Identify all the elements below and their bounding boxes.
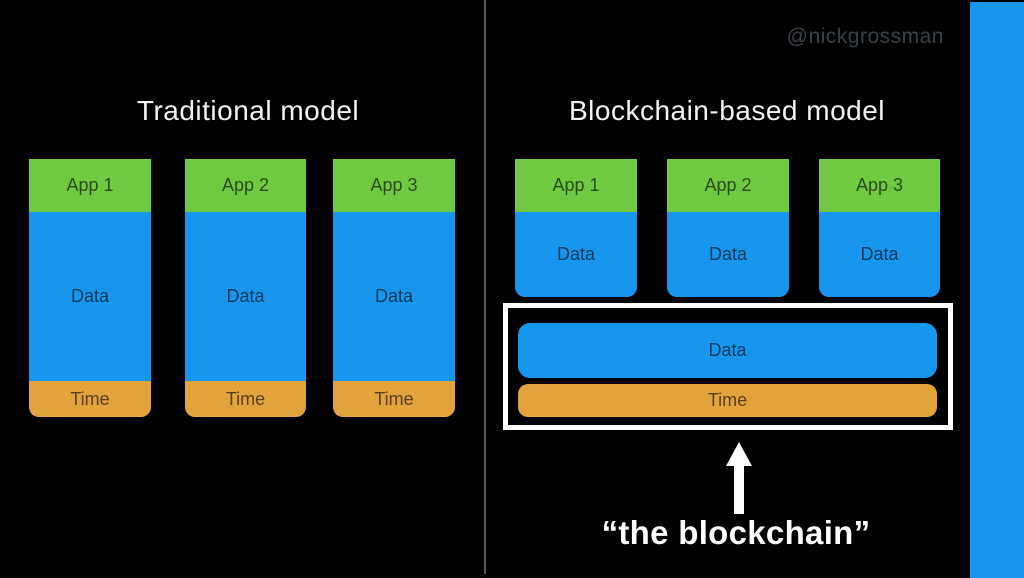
app-segment-label: App 1 xyxy=(66,175,114,195)
panel-divider-line xyxy=(484,0,486,574)
time-segment-label: Time xyxy=(225,388,266,409)
data-segment-label: Data xyxy=(226,286,265,306)
time-segment: Time xyxy=(333,381,455,417)
data-segment-label: Data xyxy=(556,244,596,264)
blockchain-column-app3: App 3 Data xyxy=(819,159,940,297)
time-segment: Time xyxy=(29,381,151,417)
watermark-text: @nickgrossman xyxy=(786,25,944,48)
app-segment-label: App 2 xyxy=(704,175,752,195)
traditional-column-app1: App 1 Data Time xyxy=(29,159,151,417)
data-segment-label: Data xyxy=(860,244,899,264)
data-segment-label: Data xyxy=(374,286,414,306)
time-segment: Time xyxy=(185,381,306,417)
right-edge-accent-bar xyxy=(970,2,1024,578)
up-arrow-icon xyxy=(726,442,752,514)
blockchain-caption: “the blockchain” xyxy=(601,514,871,551)
app-segment: App 2 xyxy=(667,159,789,212)
traditional-column-app3: App 3 Data Time xyxy=(333,159,455,417)
app-segment: App 1 xyxy=(29,159,151,212)
data-segment: Data xyxy=(515,212,637,297)
app-segment-label: App 1 xyxy=(552,175,600,195)
shared-time-bar: Time xyxy=(518,384,937,417)
shared-data-label: Data xyxy=(708,340,747,360)
right-panel-title: Blockchain-based model xyxy=(568,95,886,126)
left-panel-title: Traditional model xyxy=(136,95,360,126)
app-segment-label: App 3 xyxy=(855,175,904,195)
shared-time-label: Time xyxy=(707,390,748,410)
app-segment: App 3 xyxy=(819,159,940,212)
data-segment: Data xyxy=(185,212,306,381)
data-segment-label: Data xyxy=(70,286,110,306)
app-segment: App 3 xyxy=(333,159,455,212)
data-segment: Data xyxy=(333,212,455,381)
blockchain-column-app1: App 1 Data xyxy=(515,159,637,297)
traditional-column-app2: App 2 Data Time xyxy=(185,159,306,417)
data-segment-label: Data xyxy=(708,244,748,264)
app-segment: App 2 xyxy=(185,159,306,212)
blockchain-column-app2: App 2 Data xyxy=(667,159,789,297)
app-segment-label: App 2 xyxy=(221,175,270,195)
data-segment: Data xyxy=(29,212,151,381)
data-segment: Data xyxy=(819,212,940,297)
data-segment: Data xyxy=(667,212,789,297)
shared-data-bar: Data xyxy=(518,323,937,378)
time-segment-label: Time xyxy=(70,388,110,409)
blockchain-highlight-box: Data Time xyxy=(503,303,953,430)
time-segment-label: Time xyxy=(374,388,414,409)
app-segment-label: App 3 xyxy=(370,175,418,195)
app-segment: App 1 xyxy=(515,159,637,212)
